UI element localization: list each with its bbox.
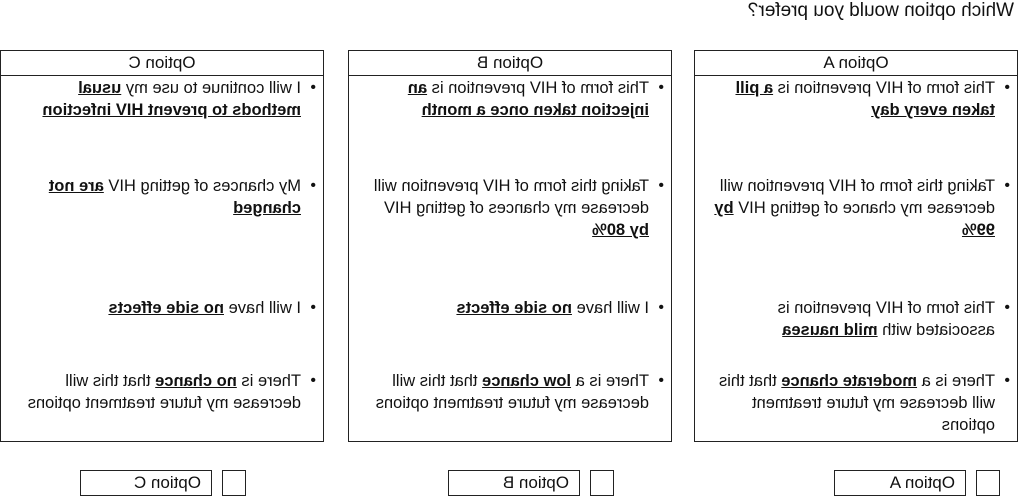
option-b-card: Option B This form of HIV prevention is … [348,50,672,442]
option-c-choice-label: Option C [80,470,212,496]
option-b-checkbox[interactable] [590,470,614,496]
option-c-efficacy-attribute: My chances of getting HIV are not change… [0,175,323,219]
option-c-header: Option C [1,51,323,76]
option-a-card: Option A This form of HIV prevention is … [694,50,1018,442]
option-b-efficacy-attribute: Taking this form of HIV prevention will … [347,175,671,241]
option-b-side-effects-level: no side effects [456,299,572,317]
option-a-efficacy-attribute: Taking this form of HIV prevention will … [693,175,1017,241]
option-a-form-attribute: This form of HIV prevention is a pill ta… [693,77,1017,121]
option-c-side-effects-attribute: I will have no side effects [0,297,323,319]
option-b-choice-label: Option B [448,470,580,496]
option-c-treatment-attribute: There is no chance that this will decrea… [0,370,323,414]
option-c-card: Option C I will continue to use my usual… [0,50,324,442]
option-b-treatment-level: low chance [482,372,572,390]
option-b-header: Option B [349,51,671,76]
option-b-side-effects-attribute: I will have no side effects [347,297,671,319]
option-a-checkbox[interactable] [976,470,1000,496]
option-c-checkbox[interactable] [222,470,246,496]
option-c-side-effects-level: no side effects [108,299,224,317]
option-a-choice-label: Option A [834,470,966,496]
option-a-side-effects-attribute: This form of HIV prevention is associate… [693,297,1017,341]
option-c-form-attribute: I will continue to use my usual methods … [0,77,323,121]
option-b-efficacy-level: by 80% [592,221,649,239]
option-b-form-attribute: This form of HIV prevention is an inject… [347,77,671,121]
question-text: Which option would you prefer? [747,0,1014,21]
option-a-side-effects-level: mild nausea [782,321,878,339]
option-a-treatment-level: moderate chance [781,372,918,390]
option-a-treatment-attribute: There is a moderate chance that this wil… [693,370,1017,436]
option-b-treatment-attribute: There is a low chance that this will dec… [347,370,671,414]
option-c-treatment-level: no chance [155,372,237,390]
option-a-header: Option A [695,51,1017,76]
